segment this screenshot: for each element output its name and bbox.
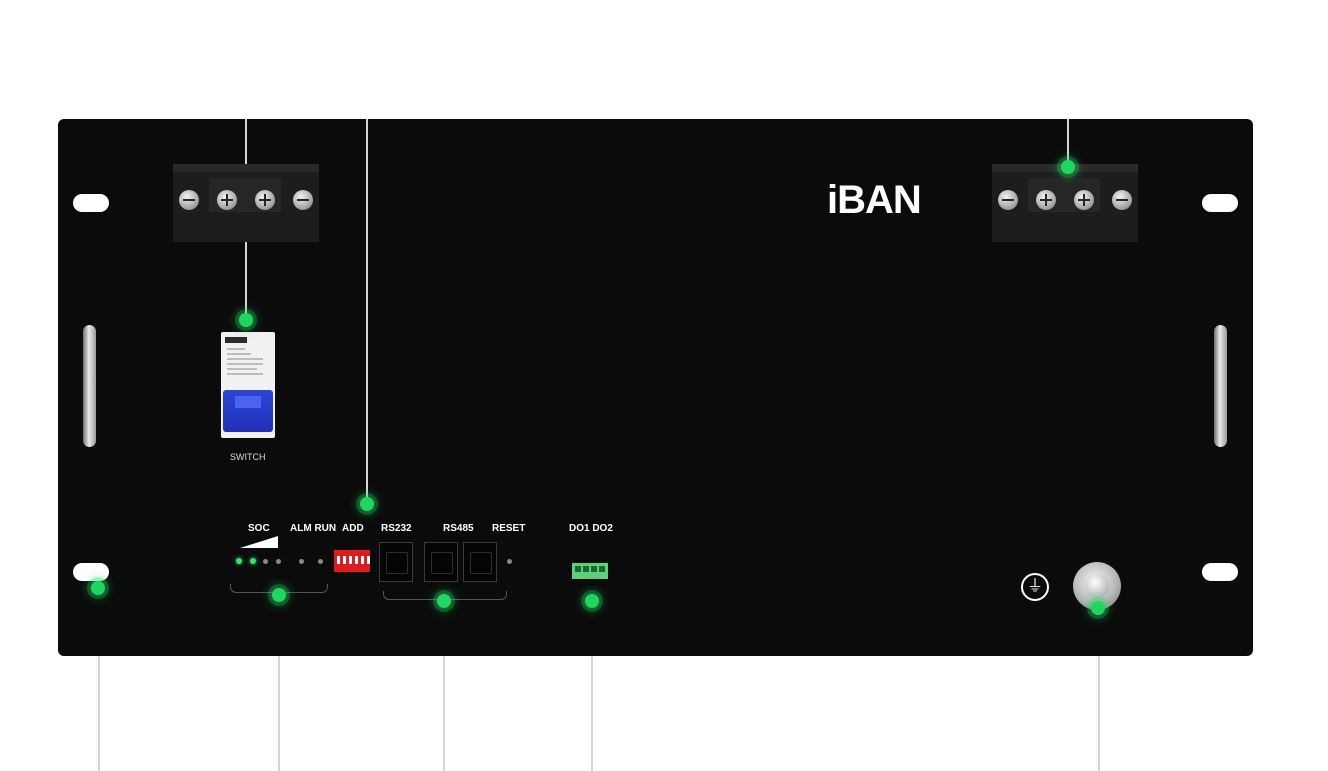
leader-line-ground-bolt bbox=[1098, 608, 1100, 771]
screw-icon bbox=[998, 190, 1018, 210]
add-label: ADD bbox=[342, 523, 364, 534]
breaker-toggle[interactable] bbox=[223, 390, 273, 432]
hotspot-add[interactable] bbox=[360, 497, 374, 511]
breaker-spec-line bbox=[227, 363, 263, 365]
soc-led-3 bbox=[263, 559, 268, 564]
run-led bbox=[318, 559, 323, 564]
hotspot-positive-terminal[interactable] bbox=[1061, 160, 1075, 174]
reset-label: RESET bbox=[492, 523, 526, 534]
positive-terminal-block bbox=[992, 164, 1138, 242]
mounting-slot-bottom-left bbox=[73, 563, 109, 581]
screw-icon bbox=[217, 190, 237, 210]
hotspot-ground-bolt[interactable] bbox=[1091, 601, 1105, 615]
dip-lever[interactable] bbox=[361, 556, 364, 564]
soc-led-4 bbox=[276, 559, 281, 564]
leader-line-dry-contact bbox=[591, 601, 593, 771]
rs232-port[interactable] bbox=[379, 542, 413, 582]
terminal-pin bbox=[599, 566, 605, 572]
alarm-led bbox=[299, 559, 304, 564]
circuit-breaker[interactable] bbox=[221, 332, 275, 438]
screw-icon bbox=[1036, 190, 1056, 210]
screw-icon bbox=[1112, 190, 1132, 210]
screw-icon bbox=[1074, 190, 1094, 210]
dry-contact-terminal[interactable] bbox=[572, 563, 608, 579]
breaker-spec-line bbox=[227, 373, 263, 375]
mounting-slot-top-right bbox=[1202, 194, 1238, 212]
dry-contact-label: DO1 DO2 bbox=[569, 523, 613, 534]
hotspot-mounting-slot[interactable] bbox=[91, 581, 105, 595]
rs485-port-a[interactable] bbox=[424, 542, 458, 582]
rs232-label: RS232 bbox=[381, 523, 412, 534]
hotspot-indicators[interactable] bbox=[272, 588, 286, 602]
reset-button[interactable] bbox=[507, 559, 512, 564]
dip-lever[interactable] bbox=[343, 556, 346, 564]
soc-level-indicator bbox=[240, 536, 278, 548]
negative-terminal-block bbox=[173, 164, 319, 242]
leader-line-add-front bbox=[366, 119, 368, 503]
brand-logo: iBAN bbox=[827, 178, 922, 222]
mounting-slot-top-left bbox=[73, 194, 109, 212]
screw-icon bbox=[179, 190, 199, 210]
screw-icon bbox=[293, 190, 313, 210]
rs485-port-b[interactable] bbox=[463, 542, 497, 582]
soc-label: SOC bbox=[248, 523, 270, 534]
alm-run-label: ALM RUN bbox=[290, 523, 337, 534]
soc-led-1 bbox=[236, 558, 242, 564]
breaker-spec-line bbox=[227, 348, 245, 350]
breaker-spec-line bbox=[227, 353, 251, 355]
breaker-spec-line bbox=[227, 368, 257, 370]
mounting-slot-bottom-right bbox=[1202, 563, 1238, 581]
dip-lever[interactable] bbox=[367, 556, 370, 564]
handle-right[interactable] bbox=[1214, 325, 1227, 447]
breaker-spec-line bbox=[227, 358, 263, 360]
leader-line-ports bbox=[443, 601, 445, 771]
leader-line-leds bbox=[278, 595, 280, 771]
hotspot-breaker[interactable] bbox=[239, 313, 253, 327]
dip-lever[interactable] bbox=[355, 556, 358, 564]
leader-line-terminal-front bbox=[1067, 119, 1069, 167]
terminal-pin bbox=[583, 566, 589, 572]
hotspot-dry-contact[interactable] bbox=[585, 594, 599, 608]
breaker-brand-plate bbox=[225, 337, 247, 343]
ground-icon: ⏚ bbox=[1021, 573, 1049, 601]
dip-lever[interactable] bbox=[349, 556, 352, 564]
terminal-pin bbox=[591, 566, 597, 572]
switch-label: SWITCH bbox=[230, 452, 266, 462]
terminal-pin bbox=[575, 566, 581, 572]
address-dip-switch[interactable] bbox=[334, 550, 370, 572]
dip-lever[interactable] bbox=[337, 556, 340, 564]
hotspot-comm-ports[interactable] bbox=[437, 594, 451, 608]
soc-led-2 bbox=[250, 558, 256, 564]
leader-line-left-slot bbox=[98, 588, 100, 771]
rs485-label: RS485 bbox=[443, 523, 474, 534]
handle-left[interactable] bbox=[83, 325, 96, 447]
screw-icon bbox=[255, 190, 275, 210]
